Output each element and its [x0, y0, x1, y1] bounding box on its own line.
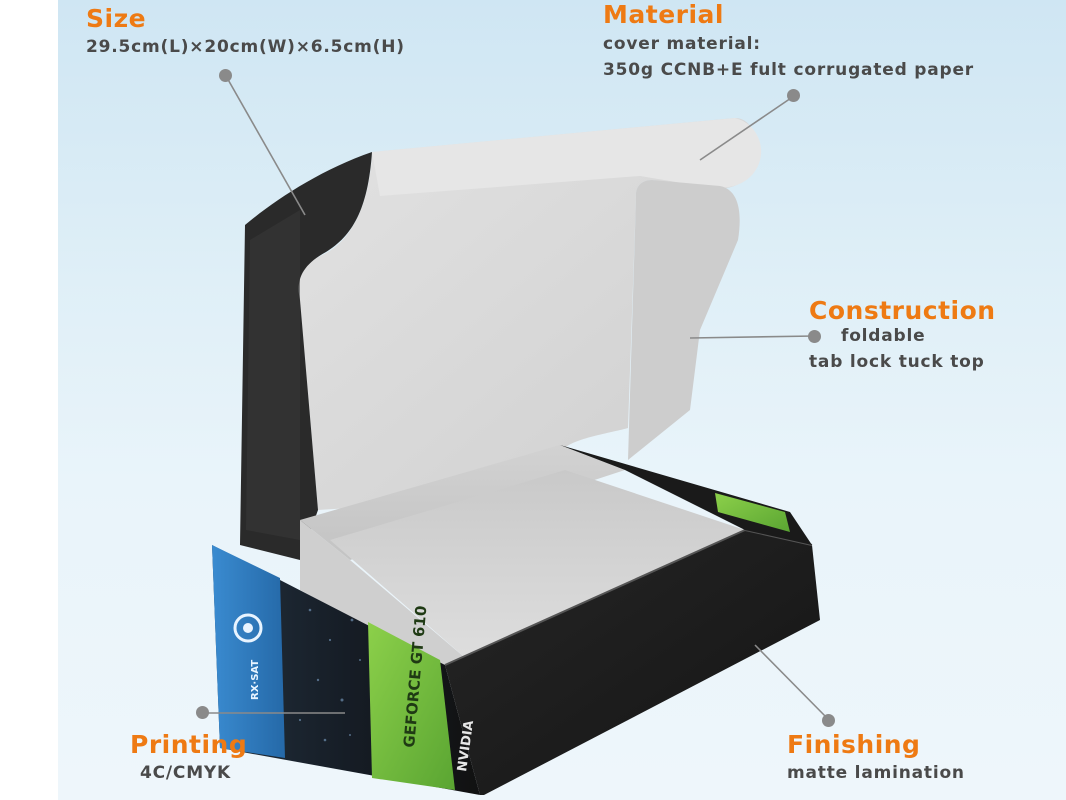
leader-line-finishing — [754, 644, 830, 721]
size-title: Size — [86, 4, 147, 33]
callout-dot-finishing — [822, 714, 835, 727]
callout-dot-material — [787, 89, 800, 102]
brand-text: NVIDIA — [455, 720, 477, 773]
material-line-1: cover material: — [603, 34, 761, 54]
back-green-strip — [715, 493, 790, 532]
lid-left-side-print — [246, 210, 300, 540]
front-logo-ring — [233, 613, 263, 643]
construction-line-2: tab lock tuck top — [809, 352, 985, 372]
finishing-value: matte lamination — [787, 763, 965, 783]
printing-title: Printing — [130, 730, 248, 759]
callout-dot-construction — [808, 330, 821, 343]
leader-line-material — [699, 95, 795, 161]
size-value: 29.5cm(L)×20cm(W)×6.5cm(H) — [86, 37, 405, 57]
box-floor — [330, 470, 745, 662]
front-green-band — [368, 622, 455, 790]
callout-dot-size — [219, 69, 232, 82]
lid-inner-panel — [297, 118, 756, 510]
box-left-inner-wall — [300, 520, 470, 670]
lid-top-flap — [372, 118, 762, 196]
material-title: Material — [603, 0, 724, 29]
box-right-face — [445, 530, 820, 795]
callout-dot-printing — [196, 706, 209, 719]
printing-value: 4C/CMYK — [140, 763, 231, 783]
material-line-2: 350g CCNB+E fult corrugated paper — [603, 60, 974, 80]
lid-right-flap — [628, 180, 740, 460]
finishing-title: Finishing — [787, 730, 921, 759]
construction-title: Construction — [809, 296, 996, 325]
side-logo-text: RX·SAT — [250, 660, 261, 700]
front-starfield — [298, 608, 361, 742]
front-blue-band — [212, 545, 285, 758]
construction-line-1: foldable — [841, 326, 926, 346]
front-logo-core — [243, 623, 253, 633]
leader-lines — [204, 75, 830, 721]
leader-line-construction — [689, 335, 816, 339]
leader-line-size — [225, 75, 306, 216]
